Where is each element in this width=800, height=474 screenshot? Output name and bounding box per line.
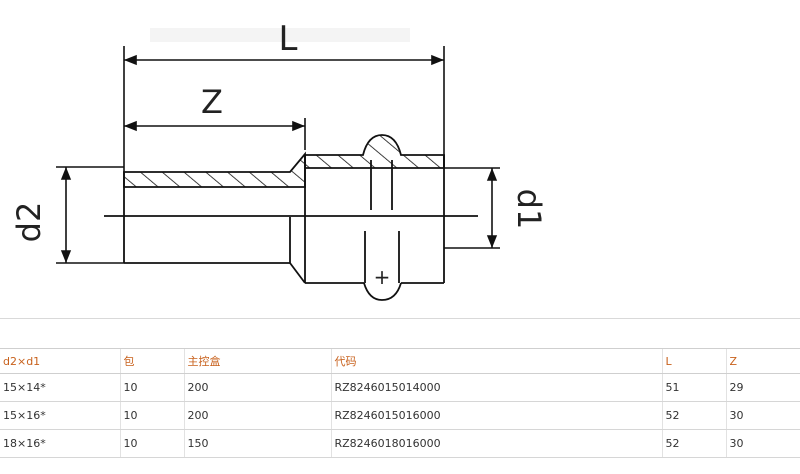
cell-l: 52 bbox=[661, 401, 726, 430]
cell-code: RZ8246018016000 bbox=[330, 429, 662, 458]
header-l: L bbox=[661, 348, 726, 374]
seal-mark: + bbox=[374, 265, 391, 289]
cell-size: 15×16* bbox=[0, 401, 120, 430]
fitting-body bbox=[104, 134, 478, 301]
table-header-row: d2×d1 包 主控盒 代码 L Z bbox=[0, 348, 800, 374]
cell-box: 150 bbox=[183, 429, 331, 458]
cell-l: 51 bbox=[661, 373, 726, 402]
cell-l: 52 bbox=[661, 429, 726, 458]
header-pack: 包 bbox=[119, 348, 184, 374]
label-d1: d1 bbox=[510, 189, 548, 230]
header-size: d2×d1 bbox=[0, 348, 120, 374]
header-z: Z bbox=[725, 348, 800, 374]
cell-size: 15×14* bbox=[0, 373, 120, 402]
dimension-l bbox=[123, 46, 445, 172]
table-row: 18×16* 10 150 RZ8246018016000 52 30 bbox=[0, 429, 800, 458]
dimension-d1 bbox=[444, 167, 500, 249]
cell-pack: 10 bbox=[119, 429, 184, 458]
section-divider bbox=[0, 318, 800, 319]
table-row: 15×16* 10 200 RZ8246015016000 52 30 bbox=[0, 401, 800, 430]
cell-code: RZ8246015016000 bbox=[330, 401, 662, 430]
table-row: 15×14* 10 200 RZ8246015014000 51 29 bbox=[0, 373, 800, 402]
cell-size: 18×16* bbox=[0, 429, 120, 458]
spec-table: d2×d1 包 主控盒 代码 L Z 15×14* 10 200 RZ82460… bbox=[0, 348, 800, 458]
cell-z: 30 bbox=[725, 401, 800, 430]
cell-pack: 10 bbox=[119, 401, 184, 430]
label-d2: d2 bbox=[10, 202, 48, 243]
cell-z: 29 bbox=[725, 373, 800, 402]
dimension-d2 bbox=[56, 166, 124, 264]
label-z: Z bbox=[201, 83, 223, 121]
cell-pack: 10 bbox=[119, 373, 184, 402]
cell-code: RZ8246015014000 bbox=[330, 373, 662, 402]
watermark-strip bbox=[150, 28, 410, 42]
label-l: L bbox=[279, 19, 298, 59]
header-code: 代码 bbox=[330, 348, 662, 374]
fitting-drawing: L Z d2 d1 bbox=[10, 19, 548, 301]
dimension-z bbox=[124, 118, 306, 150]
header-box: 主控盒 bbox=[183, 348, 331, 374]
cell-box: 200 bbox=[183, 401, 331, 430]
cell-z: 30 bbox=[725, 429, 800, 458]
cell-box: 200 bbox=[183, 373, 331, 402]
